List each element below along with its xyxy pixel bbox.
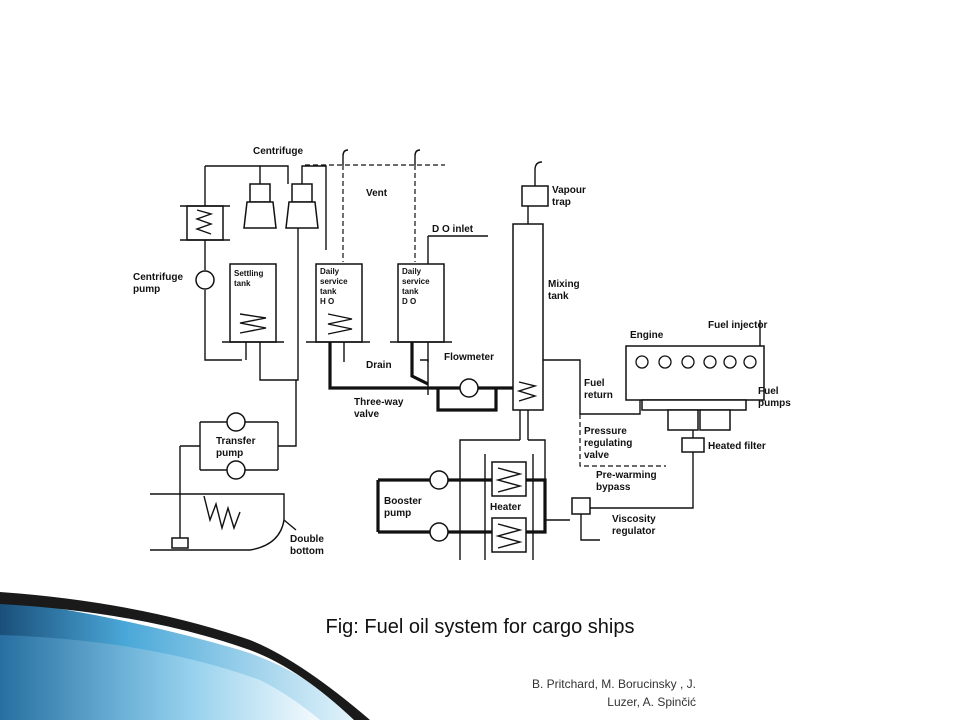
label-centrifuge-pump-2: pump: [133, 284, 160, 295]
label-fuel-pumps-2: pumps: [758, 398, 791, 409]
label-settling-tank-2: tank: [234, 279, 251, 288]
label-drain: Drain: [366, 360, 392, 371]
label-fuel-return-2: return: [584, 390, 613, 401]
label-engine: Engine: [630, 330, 664, 341]
label-pressure-regulating-valve-3: valve: [584, 450, 609, 461]
label-daily-do-3: tank: [402, 287, 419, 296]
label-daily-ho-4: H O: [320, 297, 334, 306]
label-mixing-tank: Mixing: [548, 279, 580, 290]
left-heater: [180, 205, 230, 241]
credit-line-2: Luzer, A. Spinčić: [607, 695, 696, 709]
label-booster-pump-2: pump: [384, 508, 411, 519]
settling-tank: [222, 228, 299, 381]
label-viscosity-regulator: Viscosity: [612, 514, 656, 525]
label-transfer-pump: Transfer: [216, 436, 256, 447]
heated-filter: [681, 437, 705, 453]
prewarming-bypass-line: [579, 414, 666, 467]
viscosity-regulator: [571, 497, 591, 515]
label-settling-tank: Settling: [234, 269, 263, 278]
label-vapour-trap-2: trap: [552, 197, 571, 208]
label-booster-pump: Booster: [384, 496, 422, 507]
label-pressure-regulating-valve: Pressure: [584, 426, 627, 437]
daily-service-tank-do: [390, 235, 488, 386]
label-daily-ho-2: service: [320, 277, 348, 286]
label-double-bottom: Double: [290, 534, 324, 545]
label-daily-ho-3: tank: [320, 287, 337, 296]
label-fuel-return: Fuel: [584, 378, 605, 389]
flowmeter-group: [420, 359, 513, 412]
credit-line-1: B. Pritchard, M. Borucinsky , J.: [531, 677, 696, 691]
label-heater: Heater: [490, 502, 521, 513]
label-daily-do-2: service: [402, 277, 430, 286]
label-do-inlet: D O inlet: [432, 224, 474, 235]
label-pressure-regulating-valve-2: regulating: [584, 438, 632, 449]
fuel-oil-system-diagram: Centrifuge Vent D O inlet Vapour trap Ce…: [133, 146, 791, 560]
label-three-way-valve-2: valve: [354, 409, 379, 420]
double-bottom-tank: [150, 446, 297, 551]
centrifuge-pump-icon: [195, 270, 215, 290]
label-fuel-pumps: Fuel: [758, 386, 779, 397]
label-prewarming-bypass-2: bypass: [596, 482, 631, 493]
label-vent: Vent: [366, 188, 388, 199]
label-daily-do: Daily: [402, 267, 422, 276]
label-centrifuge-pump: Centrifuge: [133, 272, 183, 283]
diagram-labels: Centrifuge Vent D O inlet Vapour trap Ce…: [133, 146, 791, 557]
label-prewarming-bypass: Pre-warming: [596, 470, 657, 481]
label-double-bottom-2: bottom: [290, 546, 324, 557]
label-fuel-injector: Fuel injector: [708, 320, 768, 331]
label-flowmeter: Flowmeter: [444, 352, 494, 363]
figure-caption: Fig: Fuel oil system for cargo ships: [325, 616, 635, 638]
booster-heater-group: [376, 454, 547, 560]
centrifuge-units: [205, 165, 327, 250]
label-mixing-tank-2: tank: [548, 291, 569, 302]
daily-service-tank-ho: [306, 263, 428, 390]
engine: [625, 345, 765, 431]
author-credit: B. Pritchard, M. Borucinsky , J. Luzer, …: [470, 675, 696, 711]
label-daily-do-4: D O: [402, 297, 416, 306]
transfer-pump-group: [180, 380, 297, 480]
label-vapour-trap: Vapour: [552, 185, 586, 196]
label-centrifuge: Centrifuge: [253, 146, 303, 157]
label-viscosity-regulator-2: regulator: [612, 526, 655, 537]
mixing-tank: [512, 161, 549, 440]
label-daily-ho: Daily: [320, 267, 340, 276]
fuel-injector-icons: [635, 355, 757, 369]
label-three-way-valve: Three-way: [354, 397, 404, 408]
vent-line: [305, 164, 445, 262]
corner-decoration: [0, 592, 370, 720]
label-heated-filter: Heated filter: [708, 441, 766, 452]
label-transfer-pump-2: pump: [216, 448, 243, 459]
